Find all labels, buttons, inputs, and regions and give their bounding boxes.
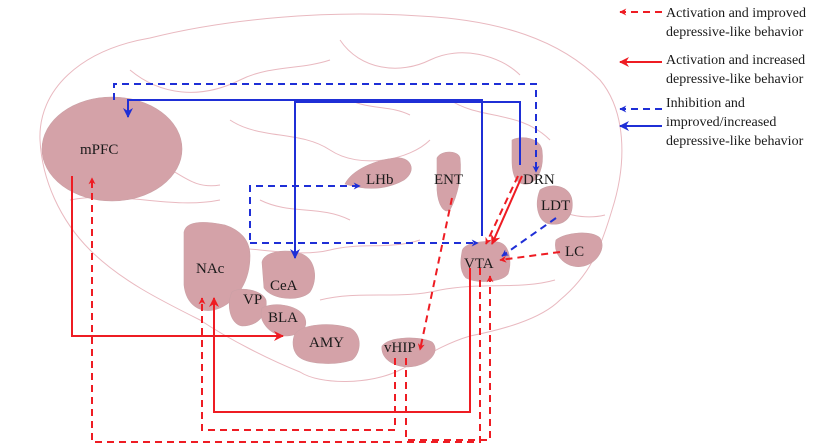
region-ent bbox=[436, 151, 461, 212]
region-ldt bbox=[537, 185, 573, 225]
legend-item-activation-increased: Activation and increased depressive-like… bbox=[619, 53, 805, 87]
label-ldt: LDT bbox=[541, 198, 570, 214]
region-vta bbox=[460, 241, 511, 282]
arrow-drn-to-vta-dashed bbox=[485, 175, 519, 245]
legend-activation-improved-line2: depressive-like behavior bbox=[666, 25, 804, 40]
arrow-mpfc-to-drn bbox=[113, 83, 540, 173]
label-amy: AMY bbox=[309, 335, 344, 351]
label-bla: BLA bbox=[268, 310, 298, 326]
region-vp bbox=[229, 288, 267, 327]
legend-inhibition-line1: Inhibition and bbox=[666, 96, 745, 111]
arrow-drn-to-cea bbox=[290, 101, 521, 259]
label-drn: DRN bbox=[523, 172, 555, 188]
arrow-vta-to-mpfc bbox=[88, 177, 481, 443]
legend: Activation and improved depressive-like … bbox=[619, 6, 806, 149]
legend-item-activation-improved: Activation and improved depressive-like … bbox=[619, 6, 806, 40]
arrow-ent-to-vhip bbox=[417, 197, 453, 351]
arrow-vhip-to-nac bbox=[198, 297, 396, 431]
region-lc bbox=[555, 232, 603, 267]
legend-activation-increased-line2: depressive-like behavior bbox=[666, 72, 804, 87]
label-vp: VP bbox=[243, 292, 262, 308]
arrow-drn-to-vta-solid bbox=[491, 175, 523, 245]
label-cea: CeA bbox=[270, 278, 298, 294]
inhibition-dashed-pathways bbox=[113, 83, 557, 257]
legend-item-inhibition: Inhibition and improved/increased depres… bbox=[619, 96, 804, 149]
arrow-lc-to-vta bbox=[499, 251, 561, 263]
region-lhb bbox=[344, 157, 412, 189]
arrow-vta-to-mpfc bbox=[123, 99, 483, 236]
arrow-vta-to-nac bbox=[209, 268, 471, 413]
label-vta: VTA bbox=[464, 256, 494, 272]
inhibition-solid-pathways bbox=[123, 99, 521, 259]
label-lc: LC bbox=[565, 244, 584, 260]
legend-activation-increased-line1: Activation and increased bbox=[666, 53, 805, 68]
activation-improved-pathways bbox=[88, 175, 561, 443]
arrow-nac-to-lhb bbox=[249, 182, 361, 240]
arrow-mpfc-to-bla bbox=[71, 176, 284, 341]
region-nac bbox=[183, 222, 251, 311]
legend-inhibition-line3: depressive-like behavior bbox=[666, 134, 804, 149]
label-ent: ENT bbox=[434, 172, 463, 188]
legend-inhibition-line2: improved/increased bbox=[666, 115, 776, 130]
label-vhip: vHIP bbox=[384, 340, 416, 356]
label-lhb: LHb bbox=[366, 172, 394, 188]
activation-increased-pathways bbox=[71, 175, 523, 413]
region-mpfc bbox=[41, 96, 183, 202]
legend-activation-improved-line1: Activation and improved bbox=[666, 6, 806, 21]
region-amy bbox=[292, 324, 360, 364]
regions bbox=[41, 96, 603, 368]
region-labels: mPFC LHb ENT DRN LDT NAc CeA VP BLA AMY … bbox=[80, 142, 584, 356]
region-cea bbox=[261, 250, 315, 299]
arrow-vhip-to-vta bbox=[405, 275, 494, 441]
label-mpfc: mPFC bbox=[80, 142, 118, 158]
label-nac: NAc bbox=[196, 261, 225, 277]
